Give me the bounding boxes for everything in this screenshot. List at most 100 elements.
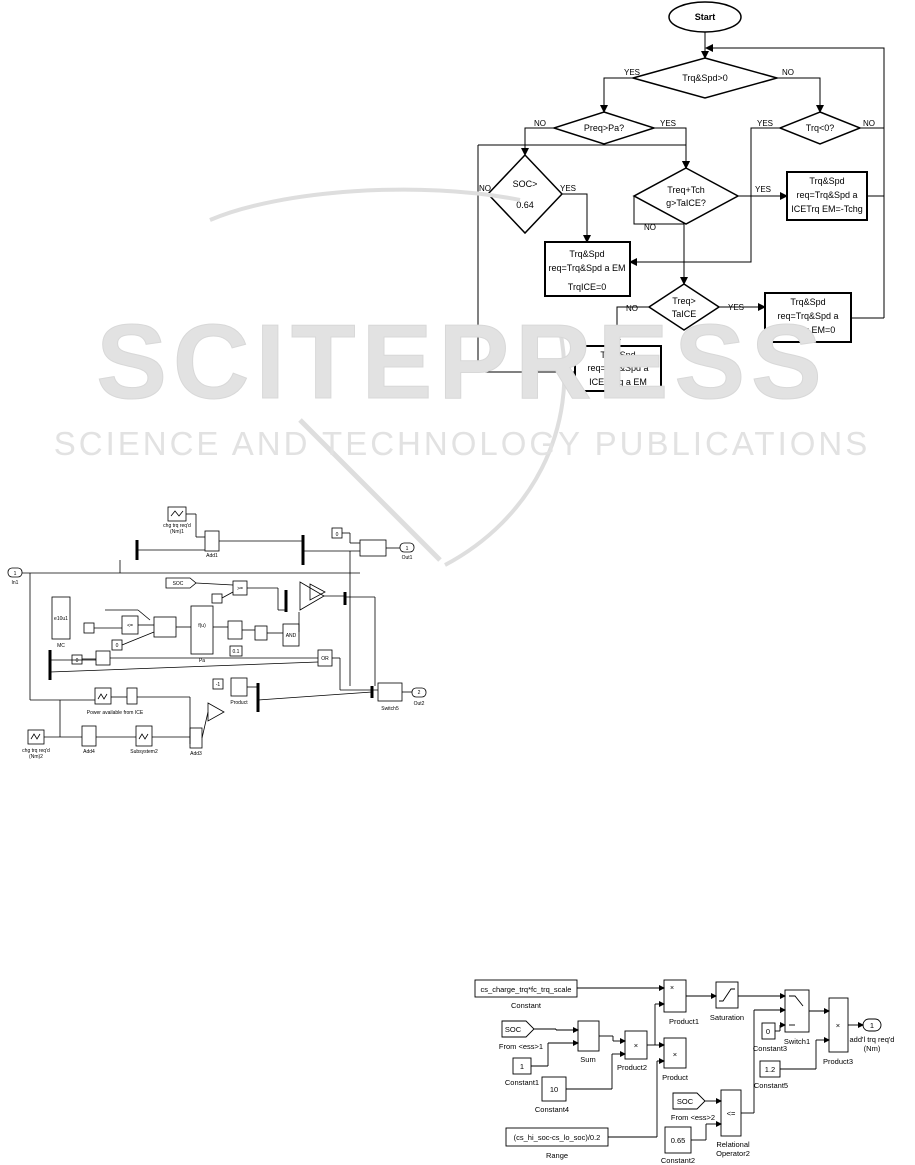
switch-mid-block [153,616,177,638]
subsystem2-block [135,725,153,747]
chg-trq-2-label-b: (Nm)2 [29,754,43,760]
op-block-mid [254,625,268,641]
soc1-label: SOC [505,1025,522,1034]
constant3-label: Constant3 [753,1044,787,1053]
yes-label: YES [757,119,773,128]
and-label: AND [286,633,297,639]
product2-times: × [634,1041,638,1050]
constant4-label: Constant4 [535,1105,569,1114]
const01-value: 0.1 [233,649,240,655]
out1-num: 1 [406,546,409,552]
gain-block-bottom [207,702,225,722]
relop-label-2: Operator2 [716,1149,750,1158]
decision-preq-pa [551,111,657,145]
const4-value: 10 [550,1085,558,1094]
watermark-sub: SCIENCE AND TECHNOLOGY PUBLICATIONS [54,425,871,462]
box-em [544,241,631,297]
out2-label: Out2 [414,701,425,707]
switch1-label: Switch1 [784,1037,810,1046]
neg1-value: -1 [216,682,221,688]
product1-block [663,979,687,1013]
decision-trq-spd [630,57,780,99]
label-trq-neg: Trq<0? [806,123,834,133]
mc-fn: e10u1 [54,616,68,622]
label-trq-spd: Trq&Spd>0 [682,73,727,83]
switch5-label: Switch5 [381,706,399,712]
const-g2-block [83,622,95,634]
saturation-block [715,981,739,1009]
const01-block [229,645,243,657]
from-ess1-label: From <ess>1 [499,1042,543,1051]
product-block [230,677,248,697]
product1-label: Product1 [669,1017,699,1026]
out-port [862,1018,882,1032]
constant5-label: Constant5 [754,1081,788,1090]
ice-line-2: req=Trq&Spd a [778,311,839,321]
const2-value: 0.65 [671,1136,686,1145]
le-symbol: <= [127,623,133,629]
pa-label: Pa [199,658,205,664]
mc-label: MC [57,643,65,649]
switch5-block [377,682,403,702]
soc-label: SOC [173,581,184,587]
label-treq-tch-2: g>TaICE? [666,198,706,208]
in1-port [7,567,23,578]
subsystem2-label: Subsystem2 [130,749,158,755]
decision-treq-tchg [632,167,740,225]
lt-block [95,650,111,666]
out1-label: Out1 [402,555,413,561]
const-g-block [211,593,223,604]
const1-value: 1 [520,1062,524,1071]
constant1-label: Constant1 [505,1078,539,1087]
chg-trq-1-label-a: chg trq req'd [163,523,191,529]
decision-trq-neg [777,111,863,145]
yes-label: YES [560,184,576,193]
range-label: Range [546,1151,568,1160]
sum-block-mid [227,620,243,640]
chg-trq-2-label-a: chg trq req'd [22,748,50,754]
both-line-1: Trq&Spd [600,350,635,360]
product-label: Product [230,700,248,706]
product1-times: × [670,985,674,992]
label-soc-2: 0.64 [516,200,534,210]
product3-times: × [836,1021,840,1030]
gain-block-2 [309,583,326,601]
chg-trq-1-label-b: (Nm)1 [170,529,184,535]
em-line-3: TrqICE=0 [568,282,606,292]
const5-value: 1.2 [765,1065,775,1074]
product-label: Product [662,1073,689,1082]
power-ice-block [94,687,112,705]
no-label: NO [534,119,546,128]
constant-expr: cs_charge_trq*fc_trq_scale [481,985,572,994]
ice-line-3: ICETrq EM=0 [781,325,835,335]
out-label-2: (Nm) [864,1044,881,1053]
decision-treq-taice [647,283,721,331]
yes-label: YES [728,303,744,312]
regen-line-1: Trq&Spd [809,176,844,186]
saturation-label: Saturation [710,1013,744,1022]
label-treq-tch-1: Treq+Tch [667,185,704,195]
no-label: NO [626,304,638,313]
out2-port [411,687,427,698]
range-expr: (cs_hi_soc-cs_lo_soc)/0.2 [514,1133,601,1142]
soc2-label: SOC [677,1097,694,1106]
no-label: NO [479,184,491,193]
both-line-3: ICE&Trg a EM [589,377,647,387]
power-ice-label: Power available from ICE [87,710,144,716]
or-label: OR [321,656,329,662]
no-label: NO [644,223,656,232]
const0-top-value: 0 [336,532,339,538]
start-label: Start [695,12,716,22]
const0-row-value: 0 [76,658,79,664]
out2-num: 2 [418,690,421,696]
decision-soc [486,153,564,235]
regen-line-2: req=Trq&Spd a [797,190,858,200]
in1-label: In1 [12,580,19,586]
both-line-2: req=Trq&Spd a [588,363,649,373]
label-treq-2: TaICE [672,309,697,319]
yes-label: YES [624,68,640,77]
const0-mid-value: 0 [116,643,119,649]
neg1-block [212,678,224,690]
sat-block-mid [126,687,138,705]
add1-label: Add1 [206,553,218,559]
